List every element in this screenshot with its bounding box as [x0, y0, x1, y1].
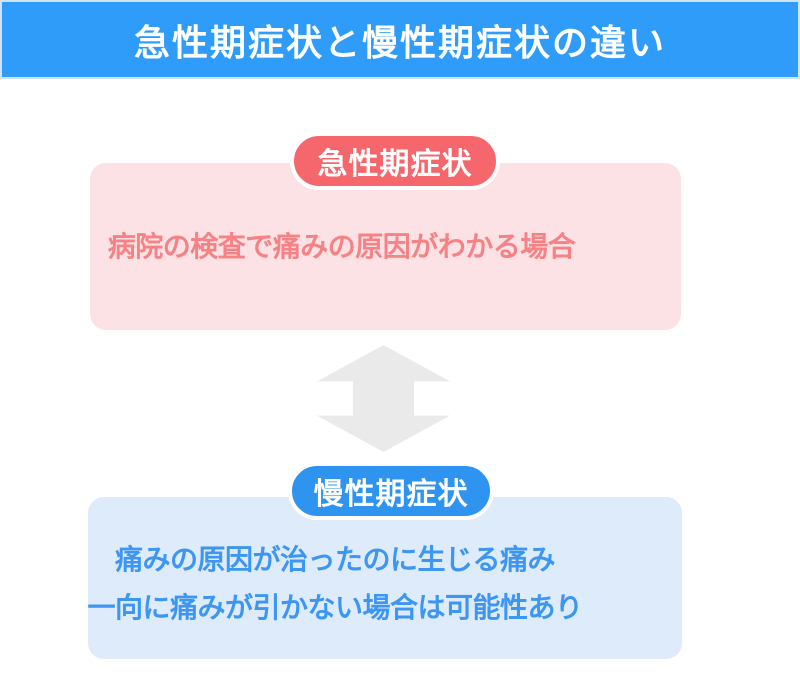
- chronic-phase-description-line2: 一向に痛みが引かない場合は可能性あり: [87, 592, 584, 623]
- chronic-phase-box: 痛みの原因が治ったのに生じる痛み 一向に痛みが引かない場合は可能性あり: [88, 497, 682, 659]
- page-title: 急性期症状と慢性期症状の違い: [133, 21, 666, 63]
- chronic-phase-description-line1: 痛みの原因が治ったのに生じる痛み: [114, 544, 556, 575]
- header-bar: 急性期症状と慢性期症状の違い: [0, 0, 800, 79]
- chronic-phase-label-pill: 慢性期症状: [288, 462, 494, 520]
- acute-phase-label-pill: 急性期症状: [290, 132, 500, 190]
- acute-phase-description: 病院の検査で痛みの原因がわかる場合: [107, 230, 576, 262]
- acute-phase-box: 病院の検査で痛みの原因がわかる場合: [90, 163, 681, 330]
- up-down-arrow-icon: [317, 345, 450, 452]
